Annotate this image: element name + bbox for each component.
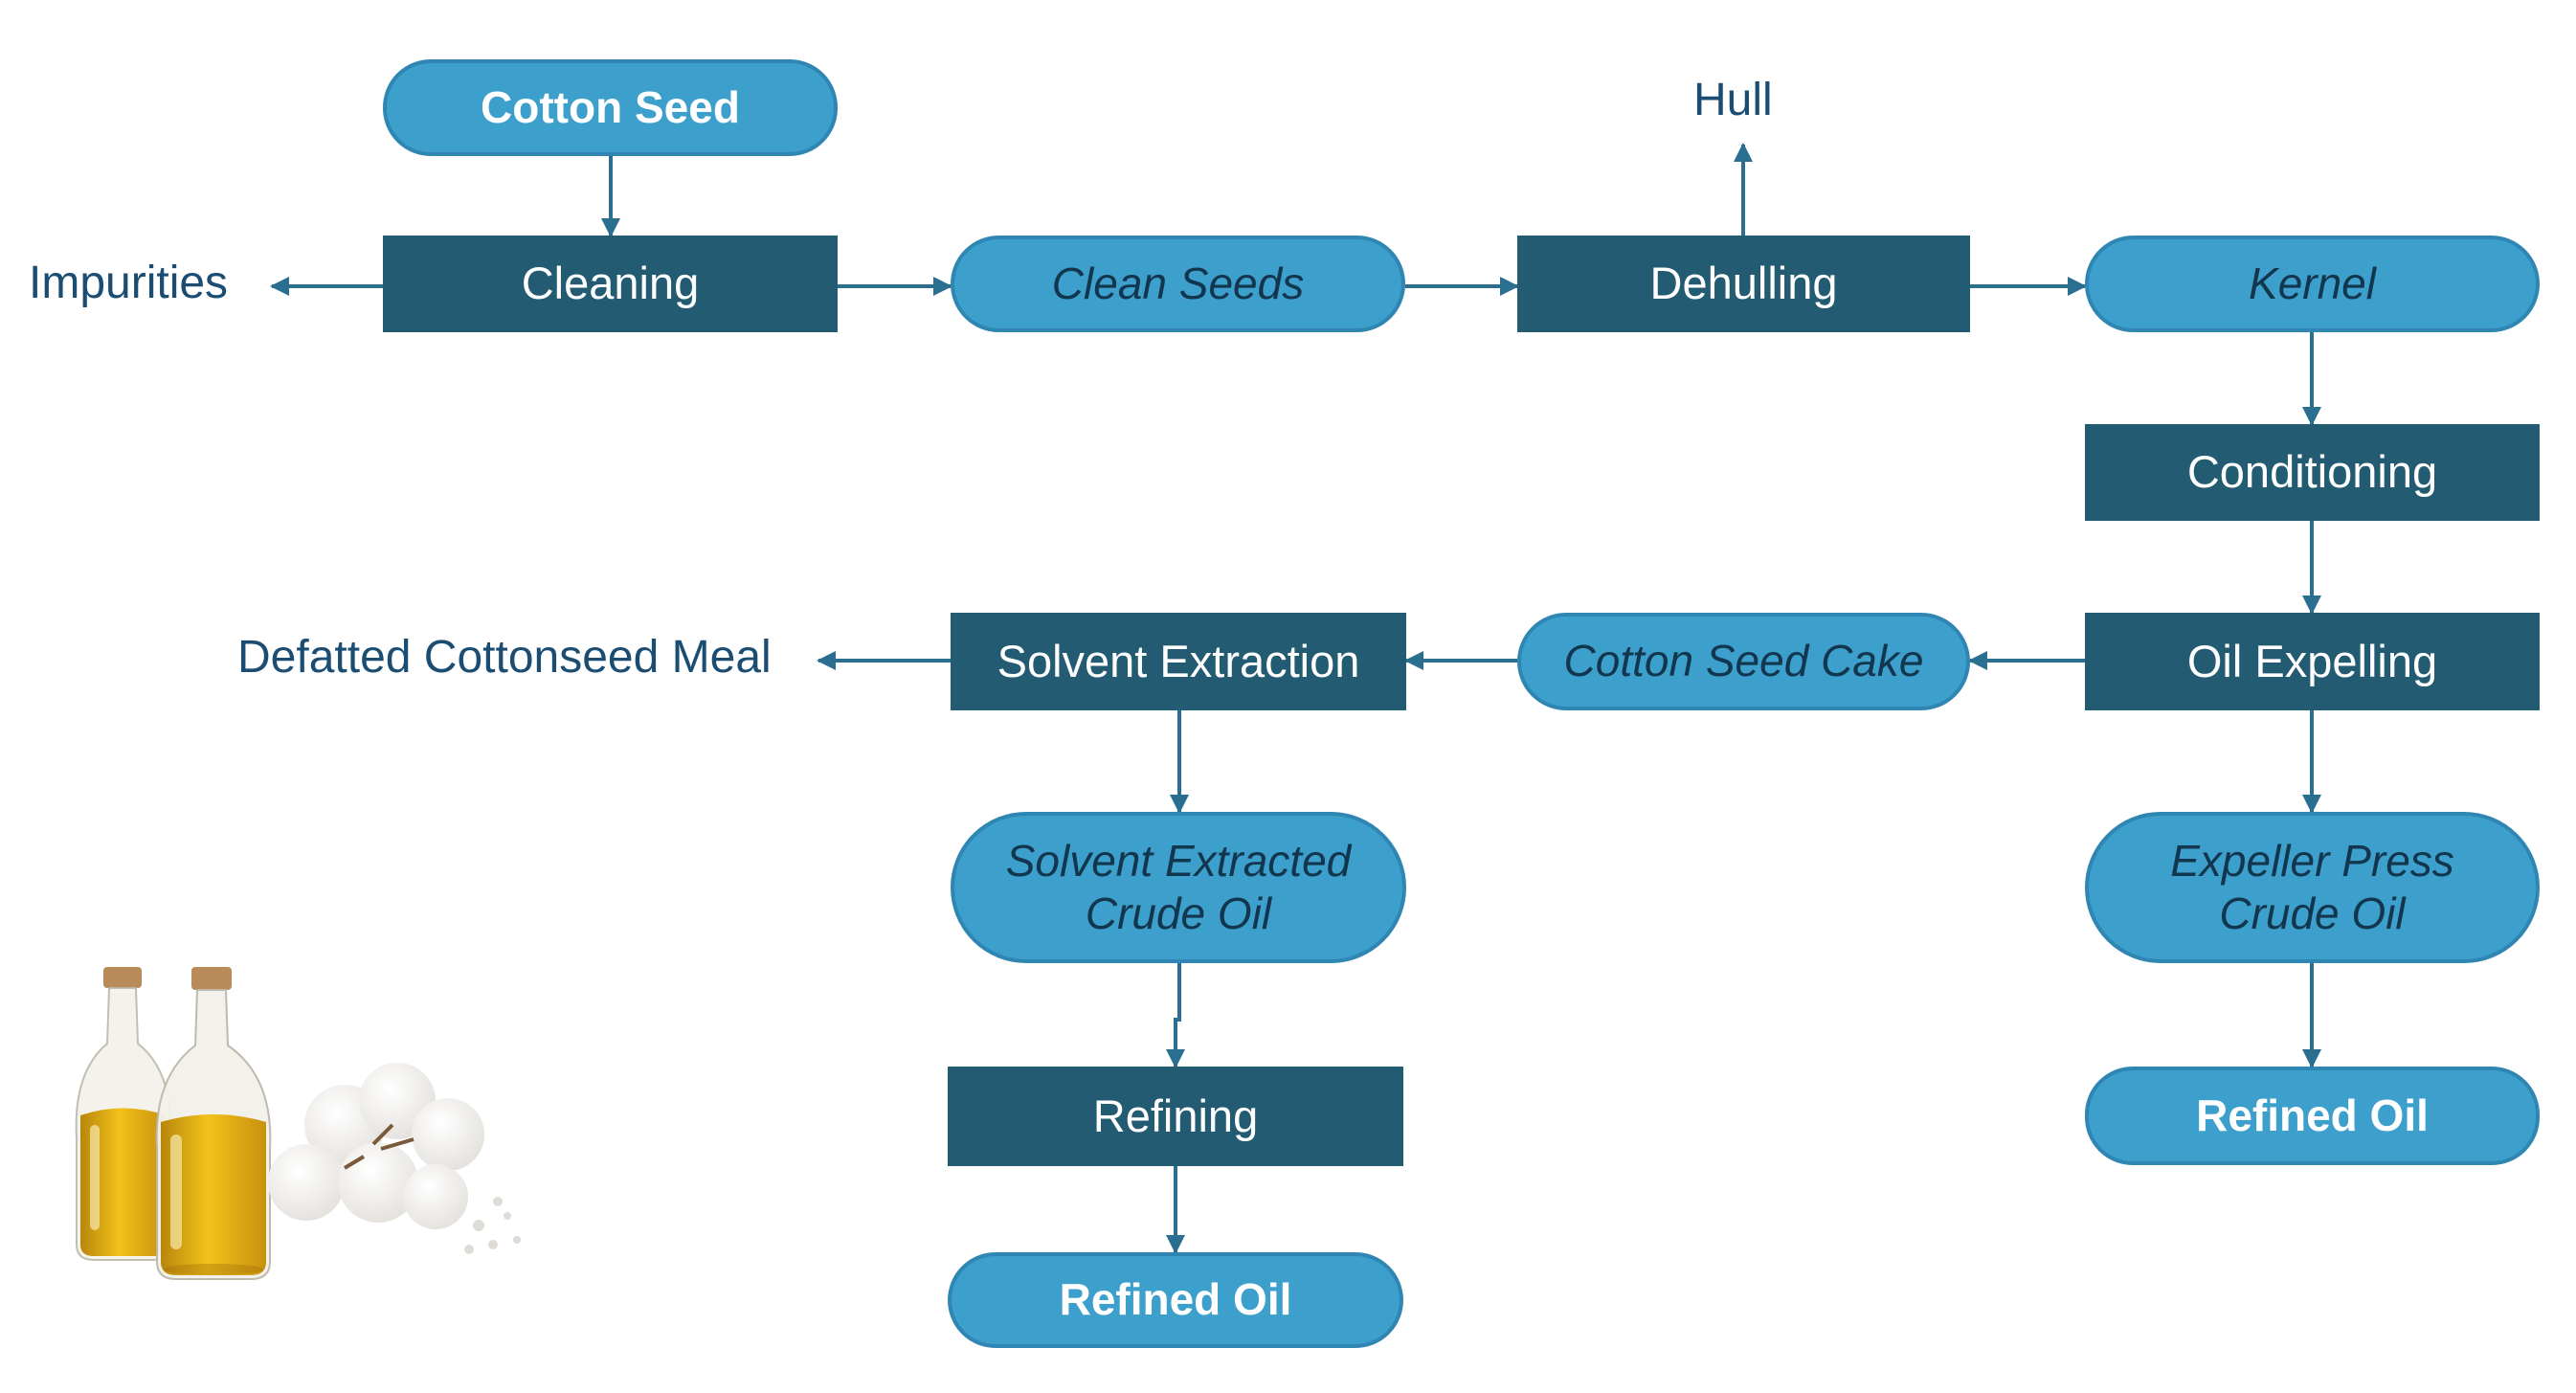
cotton-seed-node: Cotton Seed bbox=[383, 59, 838, 156]
oil-expelling-label: Oil Expelling bbox=[2186, 635, 2438, 686]
conditioning-label: Conditioning bbox=[2186, 446, 2438, 498]
defatted-meal-output: Defatted Cottonseed Meal bbox=[237, 632, 772, 683]
solvent-extracted-crude-oil-node: Solvent Extracted Crude Oil bbox=[951, 812, 1406, 963]
refining-step: Refining bbox=[948, 1067, 1403, 1166]
dehulling-step: Dehulling bbox=[1517, 236, 1970, 332]
clean-seeds-label: Clean Seeds bbox=[1051, 258, 1305, 308]
oil-expelling-step: Oil Expelling bbox=[2085, 613, 2540, 710]
solvent-extracted-crude-oil-label: Solvent Extracted Crude Oil bbox=[1005, 835, 1352, 938]
arrow-crudeoil-to-refining bbox=[1166, 963, 1185, 1068]
conditioning-step: Conditioning bbox=[2085, 424, 2540, 521]
solvent-extraction-label: Solvent Extraction bbox=[997, 635, 1360, 686]
expeller-press-crude-oil-label: Expeller Press Crude Oil bbox=[2170, 835, 2454, 938]
cleaning-label: Cleaning bbox=[521, 258, 700, 309]
cotton-seed-label: Cotton Seed bbox=[481, 81, 740, 132]
refined-oil-right-node: Refined Oil bbox=[2085, 1067, 2540, 1165]
cleaning-step: Cleaning bbox=[383, 236, 838, 332]
cotton-boll-icon bbox=[268, 1063, 521, 1254]
oil-bottle-icon bbox=[75, 967, 172, 1261]
hull-output: Hull bbox=[1693, 75, 1773, 125]
kernel-label: Kernel bbox=[2249, 258, 2376, 308]
oil-and-cotton-illustration bbox=[75, 967, 521, 1280]
cotton-seed-cake-node: Cotton Seed Cake bbox=[1517, 613, 1970, 710]
refining-label: Refining bbox=[1092, 1090, 1259, 1141]
clean-seeds-node: Clean Seeds bbox=[951, 236, 1405, 332]
expeller-press-crude-oil-node: Expeller Press Crude Oil bbox=[2085, 812, 2540, 963]
kernel-node: Kernel bbox=[2085, 236, 2540, 332]
oil-bottle-icon bbox=[155, 967, 272, 1280]
dehulling-label: Dehulling bbox=[1649, 258, 1838, 309]
refined-oil-left-label: Refined Oil bbox=[1059, 1274, 1292, 1325]
refined-oil-right-label: Refined Oil bbox=[2196, 1090, 2429, 1140]
impurities-output: Impurities bbox=[29, 258, 229, 308]
solvent-extraction-step: Solvent Extraction bbox=[951, 613, 1406, 710]
refined-oil-left-node: Refined Oil bbox=[948, 1252, 1403, 1348]
cotton-seed-cake-label: Cotton Seed Cake bbox=[1563, 636, 1924, 686]
